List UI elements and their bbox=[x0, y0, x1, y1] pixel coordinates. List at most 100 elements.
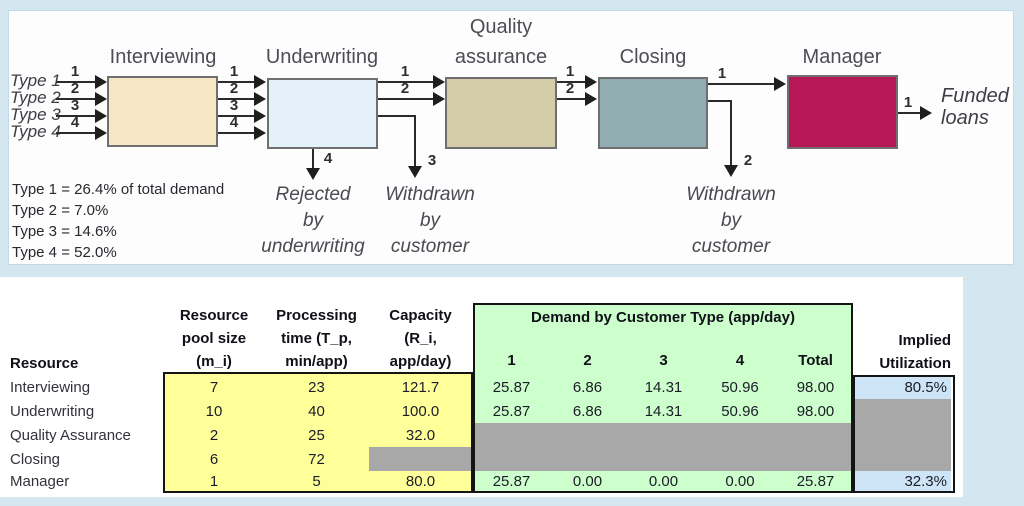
arrowhead-right-icon bbox=[585, 75, 597, 89]
caption-line: by bbox=[419, 210, 441, 231]
column-header-capacity: Capacity (R_i, app/day) bbox=[368, 304, 473, 373]
cell-demand-3: 0.00 bbox=[648, 473, 679, 490]
caption-line: customer bbox=[691, 236, 771, 257]
arrowhead-right-icon bbox=[95, 75, 107, 89]
arrowhead-right-icon bbox=[433, 75, 445, 89]
row-label: Manager bbox=[10, 473, 70, 490]
flow-line bbox=[378, 115, 416, 117]
funded-loans-line1: Funded bbox=[941, 85, 1009, 107]
header-line: Utilization bbox=[879, 355, 951, 372]
cell-capacity: 80.0 bbox=[405, 473, 436, 490]
flow-number: 1 bbox=[229, 63, 239, 80]
flow-line bbox=[378, 98, 434, 100]
stage-title-underwriting: Underwriting bbox=[265, 46, 379, 68]
legend-line: Type 4 = 52.0% bbox=[12, 244, 117, 261]
flow-number: 4 bbox=[229, 114, 239, 131]
header-line: (R_i, bbox=[404, 330, 437, 347]
legend-line: Type 3 = 14.6% bbox=[12, 223, 117, 240]
cell-pool: 6 bbox=[209, 451, 219, 468]
input-label-type2: Type 2 bbox=[10, 88, 61, 107]
cell-demand-3: 14.31 bbox=[644, 379, 683, 396]
cell-demand-4: 50.96 bbox=[721, 403, 759, 420]
cell-demand-4: 50.96 bbox=[721, 379, 759, 396]
empty-cells-demand-qa-closing bbox=[475, 423, 851, 471]
header-line: time (T_p, bbox=[281, 330, 352, 347]
arrowhead-right-icon bbox=[95, 126, 107, 140]
cell-pool: 10 bbox=[205, 403, 223, 420]
cell-time: 25 bbox=[308, 427, 325, 444]
cell-demand-1: 25.87 bbox=[492, 473, 531, 490]
input-label-type1: Type 1 bbox=[10, 71, 61, 90]
flow-number: 1 bbox=[565, 63, 575, 80]
cell-demand-4: 0.00 bbox=[725, 473, 755, 490]
cell-capacity: 121.7 bbox=[401, 379, 440, 396]
caption-line: by bbox=[302, 210, 324, 231]
column-header-implied-utilization: Implied Utilization bbox=[853, 329, 951, 375]
empty-cells-utilization-mid bbox=[855, 399, 951, 471]
flow-line bbox=[708, 100, 732, 102]
cell-demand-total: 98.00 bbox=[796, 379, 835, 396]
header-line: pool size bbox=[181, 330, 247, 347]
arrowhead-right-icon bbox=[254, 92, 266, 106]
flow-line bbox=[218, 98, 255, 100]
flow-number: 2 bbox=[565, 80, 575, 97]
cell-time: 23 bbox=[308, 379, 325, 396]
header-line: Implied bbox=[898, 332, 951, 349]
utilization-cell-manager bbox=[855, 471, 951, 491]
flow-line bbox=[56, 98, 97, 100]
arrowhead-right-icon bbox=[254, 126, 266, 140]
cell-demand-1: 25.87 bbox=[492, 403, 531, 420]
flow-line bbox=[218, 115, 255, 117]
flow-line bbox=[898, 112, 921, 114]
utilization-cell-interviewing bbox=[855, 377, 951, 399]
cell-utilization: 32.3% bbox=[904, 473, 947, 490]
stage-title-interviewing: Interviewing bbox=[109, 46, 217, 68]
flow-line bbox=[56, 81, 97, 83]
cell-time: 5 bbox=[312, 473, 321, 490]
arrowhead-down-icon bbox=[408, 166, 422, 178]
cell-demand-total: 25.87 bbox=[796, 473, 835, 490]
caption-line: by bbox=[720, 210, 742, 231]
cell-utilization: 80.5% bbox=[904, 379, 947, 396]
stage-title-manager: Manager bbox=[802, 46, 882, 68]
cell-capacity: 100.0 bbox=[401, 403, 440, 420]
column-header-total: Total bbox=[798, 352, 833, 369]
arrowhead-right-icon bbox=[920, 106, 932, 120]
cell-demand-2: 0.00 bbox=[572, 473, 603, 490]
stage-box-manager bbox=[787, 75, 898, 149]
flow-number: 1 bbox=[70, 63, 80, 80]
arrowhead-right-icon bbox=[433, 92, 445, 106]
flow-line bbox=[218, 81, 255, 83]
arrowhead-right-icon bbox=[585, 92, 597, 106]
flow-number: 4 bbox=[323, 150, 333, 167]
column-header-demand-group: Demand by Customer Type (app/day) bbox=[531, 309, 795, 326]
column-header-type2: 2 bbox=[583, 352, 592, 369]
flow-line bbox=[730, 100, 732, 166]
header-line: (m_i) bbox=[196, 353, 232, 370]
caption-withdrawn-by-customer-1: Withdrawn by customer bbox=[345, 182, 515, 260]
cell-demand-1: 25.87 bbox=[492, 379, 531, 396]
funded-loans-label: Funded loans bbox=[941, 85, 1021, 129]
cell-pool: 1 bbox=[209, 473, 219, 490]
row-label: Quality Assurance bbox=[10, 427, 131, 444]
header-line: app/day) bbox=[389, 353, 452, 370]
flow-line bbox=[708, 83, 775, 85]
legend-line: Type 2 = 7.0% bbox=[12, 202, 109, 219]
stage-box-interviewing bbox=[107, 76, 218, 147]
row-label: Underwriting bbox=[10, 403, 95, 420]
arrowhead-right-icon bbox=[774, 77, 786, 91]
caption-rejected-by-underwriting: Rejected by underwriting bbox=[228, 182, 398, 260]
caption-line: Withdrawn bbox=[385, 184, 475, 205]
cell-demand-2: 6.86 bbox=[572, 403, 603, 420]
flow-line bbox=[218, 132, 255, 134]
header-line: Capacity bbox=[389, 307, 452, 324]
input-label-type4: Type 4 bbox=[10, 122, 61, 141]
flow-line bbox=[414, 115, 416, 167]
arrowhead-right-icon bbox=[254, 75, 266, 89]
flow-number: 1 bbox=[903, 94, 913, 111]
flow-number: 2 bbox=[400, 80, 410, 97]
flow-number: 2 bbox=[743, 152, 753, 169]
column-header-type3: 3 bbox=[659, 352, 668, 369]
flow-number: 4 bbox=[70, 114, 80, 131]
